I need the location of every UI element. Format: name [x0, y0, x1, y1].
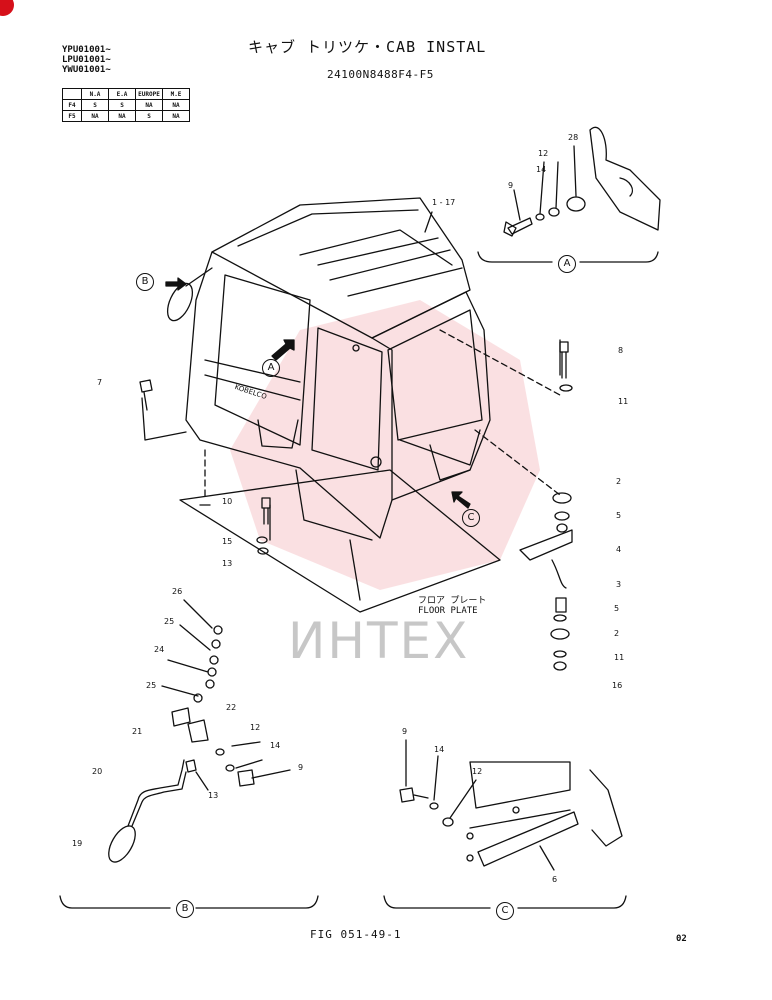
callout-13: 13	[208, 791, 219, 800]
background-stamp	[230, 300, 540, 590]
callout-16: 16	[612, 681, 623, 690]
view-b-marker: B	[136, 273, 154, 291]
table-row: F5 NA NA S NA	[62, 110, 190, 122]
floor-plate-en: FLOOR PLATE	[418, 606, 478, 616]
callout-2: 2	[616, 477, 622, 486]
bracket	[519, 529, 573, 561]
bracket-21	[171, 707, 191, 727]
callout-1-17: 1 - 17	[432, 198, 456, 207]
bracket-22	[187, 719, 209, 743]
view-a-marker: A	[262, 359, 280, 377]
callout-20: 20	[92, 767, 103, 776]
detail-c-bracket	[383, 895, 491, 909]
callout-7: 7	[97, 378, 103, 387]
callout-8: 8	[618, 346, 624, 355]
callout-4: 4	[616, 545, 622, 554]
table-row: F4 S S NA NA	[62, 99, 190, 111]
callout-25: 25	[146, 681, 157, 690]
detail-a-bracket	[477, 251, 553, 263]
detail-b-bracket	[59, 895, 171, 909]
page-number: 02	[676, 934, 687, 944]
callout-10: 10	[222, 497, 233, 506]
figure-number: FIG 051-49-1	[310, 928, 402, 941]
callout-6: 6	[552, 875, 558, 884]
callout-9: 9	[298, 763, 304, 772]
part-number: 24100N8488F4-F5	[327, 68, 434, 81]
callout-13: 13	[222, 559, 233, 568]
bolt-7	[139, 379, 153, 411]
plate-6	[477, 811, 579, 867]
callout-14: 14	[536, 165, 547, 174]
callout-21: 21	[132, 727, 143, 736]
serial-2: LPU01001~	[62, 55, 111, 65]
callout-9: 9	[402, 727, 408, 736]
detail-b-label: B	[176, 900, 194, 918]
washer-11	[559, 384, 573, 392]
serial-list: YPU01001~LPU01001~YWU01001~	[62, 45, 111, 75]
diagram-title: キャブ トリツケ・CAB INSTAL	[248, 38, 487, 56]
callout-24: 24	[154, 645, 165, 654]
callout-5: 5	[614, 604, 620, 613]
floor-plate-jp: フロア プレート	[418, 596, 487, 606]
serial-1: YPU01001~	[62, 45, 111, 55]
view-c-marker: C	[462, 509, 480, 527]
mount-2-top	[552, 492, 572, 504]
callout-15: 15	[222, 537, 233, 546]
table-cell: NA	[162, 110, 190, 122]
callout-12: 12	[538, 149, 549, 158]
spacer-3	[555, 597, 567, 613]
callout-28: 28	[568, 133, 579, 142]
floor-plate	[179, 469, 501, 613]
bolt-8	[559, 341, 569, 379]
detail-c-label: C	[496, 902, 514, 920]
watermark: ИНТЕХ	[288, 612, 470, 670]
callout-25: 25	[164, 617, 175, 626]
callout-12: 12	[472, 767, 483, 776]
callout-14: 14	[434, 745, 445, 754]
callout-26: 26	[172, 587, 183, 596]
mirror-19	[108, 825, 136, 863]
callout-9: 9	[508, 181, 514, 190]
cab-side-panel	[469, 761, 571, 809]
callout-2: 2	[614, 629, 620, 638]
applicability-table: N.A E.A EUROPE M.E F4 S S NA NA F5 NA NA…	[62, 88, 190, 122]
detail-a-label: A	[558, 255, 576, 273]
callout-3: 3	[616, 580, 622, 589]
callout-14: 14	[270, 741, 281, 750]
callout-19: 19	[72, 839, 83, 848]
callout-5: 5	[616, 511, 622, 520]
callout-12: 12	[250, 723, 261, 732]
callout-22: 22	[226, 703, 237, 712]
serial-3: YWU01001~	[62, 65, 111, 75]
callout-11: 11	[618, 397, 629, 406]
cab-body	[185, 197, 491, 541]
callout-11: 11	[614, 653, 625, 662]
table-cell: NA	[108, 110, 136, 122]
corner-marker	[0, 0, 14, 16]
bolt-10	[261, 497, 271, 525]
